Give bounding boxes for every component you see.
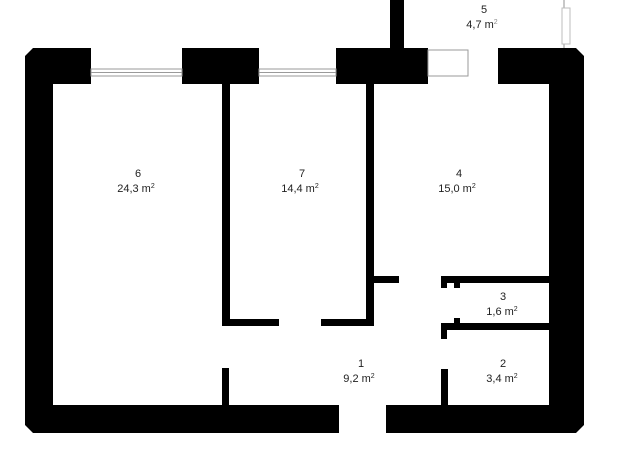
svg-text:24,3 m2: 24,3 m2 (117, 183, 155, 195)
room-label-4: 4 15,0 m2 (438, 168, 476, 195)
unit-superscript: 2 (371, 373, 375, 380)
room-number: 5 (481, 4, 487, 16)
unit-superscript: 2 (494, 19, 498, 26)
room-label-1: 1 9,2 m2 (343, 358, 375, 385)
window-room-7 (258, 66, 337, 84)
room-number: 1 (358, 358, 364, 370)
room-number: 4 (456, 168, 462, 180)
balcony-area (390, 0, 571, 50)
unit-superscript: 2 (315, 183, 319, 190)
room-number: 6 (135, 168, 141, 180)
unit-superscript: 2 (514, 373, 518, 380)
unit-superscript: 2 (151, 183, 155, 190)
room-area: 24,3 m (117, 183, 151, 195)
window-room-6 (90, 66, 183, 84)
room-area: 15,0 m (438, 183, 472, 195)
svg-text:15,0 m2: 15,0 m2 (438, 183, 476, 195)
room-area: 1,6 m (486, 306, 514, 318)
room-area: 14,4 m (281, 183, 315, 195)
room-number: 7 (299, 168, 305, 180)
svg-text:1,6 m2: 1,6 m2 (486, 306, 518, 318)
interior-walls (222, 84, 549, 405)
balcony-door-frame (427, 49, 469, 77)
room-label-5: 5 4,7 m2 (466, 4, 498, 31)
room-area: 4,7 m (466, 19, 494, 31)
room-area: 3,4 m (486, 373, 514, 385)
unit-superscript: 2 (472, 183, 476, 190)
svg-text:4,7 m2: 4,7 m2 (466, 19, 498, 31)
room-area: 9,2 m (343, 373, 371, 385)
room-label-3: 3 1,6 m2 (486, 291, 518, 318)
svg-text:14,4 m2: 14,4 m2 (281, 183, 319, 195)
room-label-6: 6 24,3 m2 (117, 168, 155, 195)
wall-corner-bevels (25, 48, 584, 433)
room-number: 3 (500, 291, 506, 303)
unit-superscript: 2 (514, 306, 518, 313)
svg-text:9,2 m2: 9,2 m2 (343, 373, 375, 385)
room-label-7: 7 14,4 m2 (281, 168, 319, 195)
room-number: 2 (500, 358, 506, 370)
room-label-2: 2 3,4 m2 (486, 358, 518, 385)
svg-text:3,4 m2: 3,4 m2 (486, 373, 518, 385)
exterior-walls (25, 48, 584, 433)
